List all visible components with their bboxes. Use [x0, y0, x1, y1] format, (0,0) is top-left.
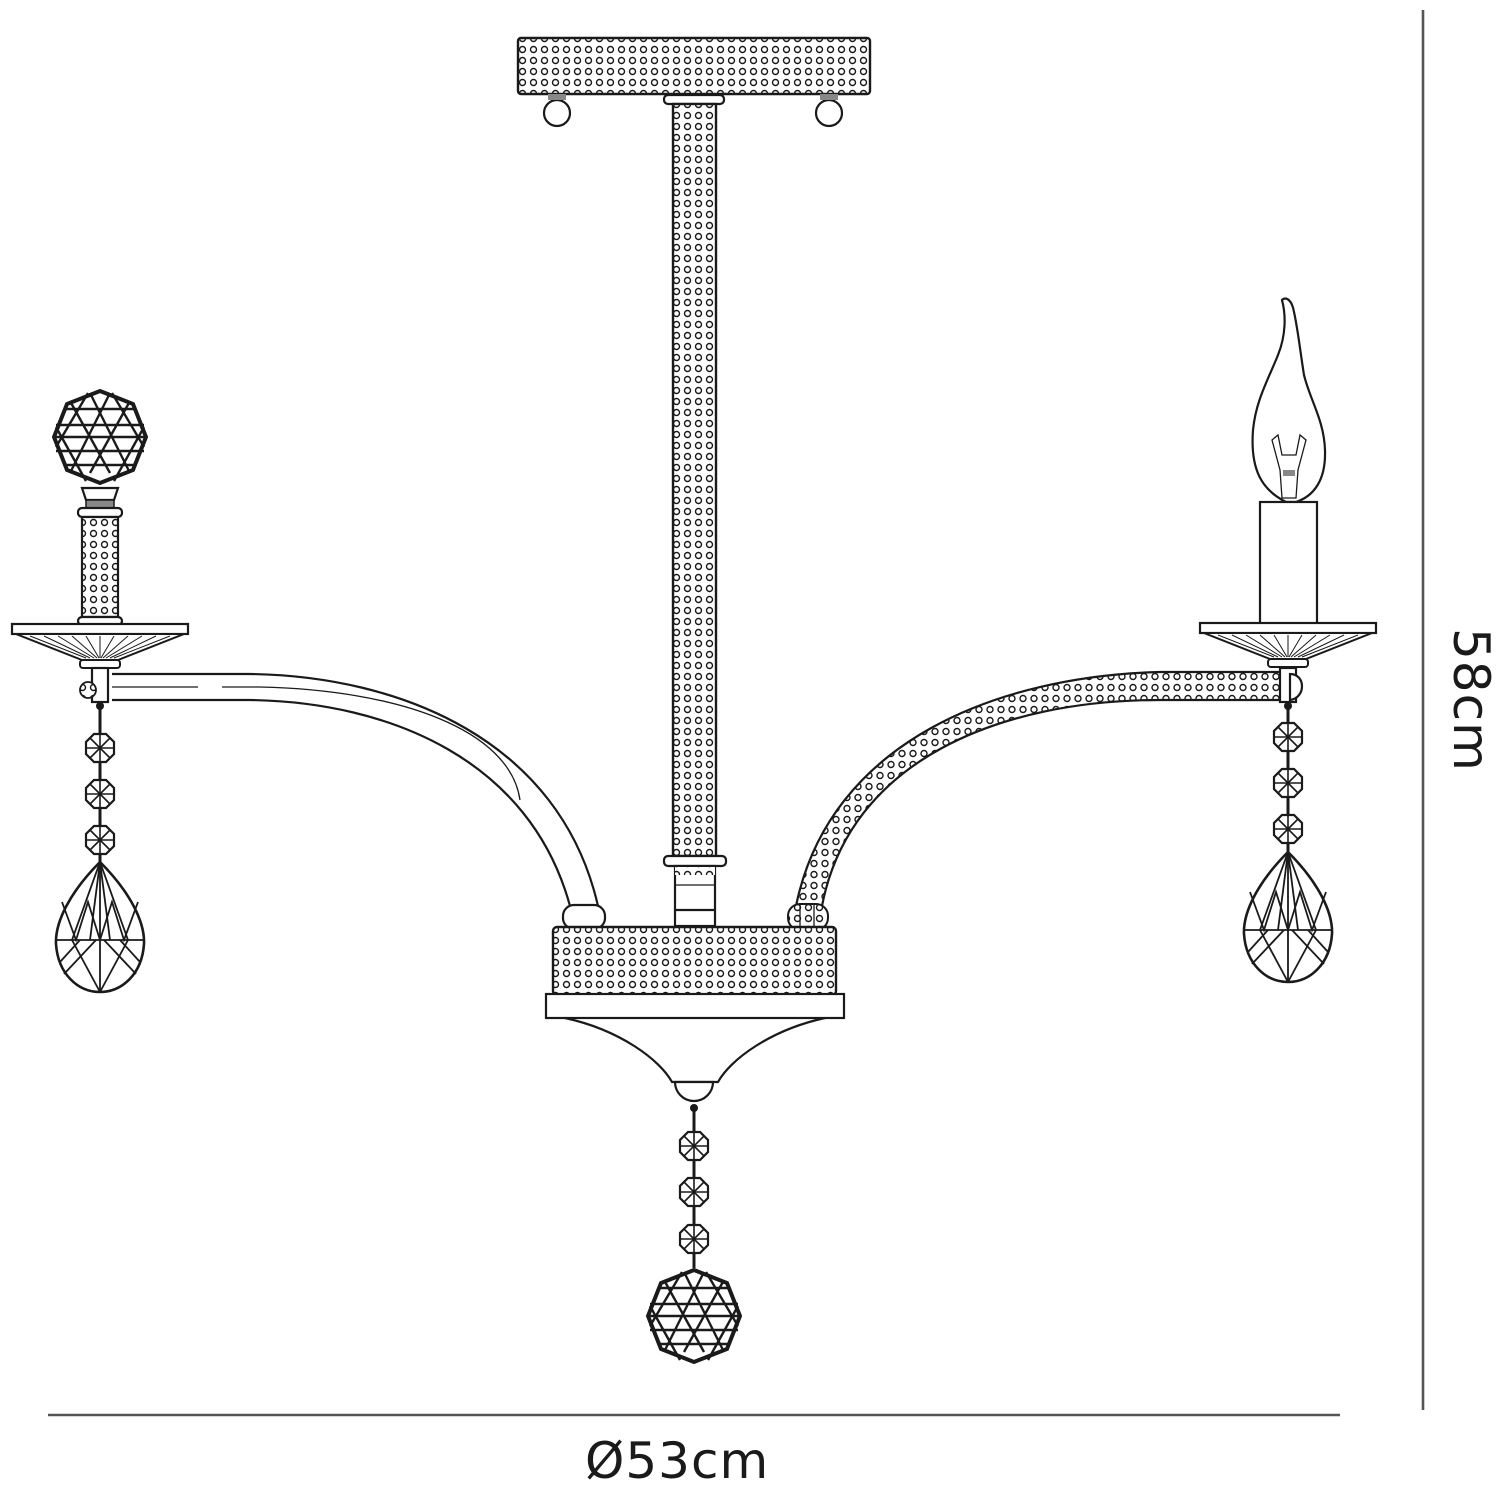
left-crystal-drop — [54, 708, 146, 994]
left-finial — [10, 389, 190, 710]
stem — [662, 102, 728, 928]
height-dimension-label: 58cm — [1442, 628, 1500, 772]
right-arm — [787, 670, 1287, 931]
center-crystal-drop — [646, 1110, 742, 1364]
central-body — [544, 925, 846, 1112]
right-candle — [1198, 297, 1378, 710]
width-dimension-label: Ø53cm — [585, 1432, 770, 1490]
left-arm — [112, 672, 607, 931]
right-crystal-drop — [1242, 708, 1334, 984]
